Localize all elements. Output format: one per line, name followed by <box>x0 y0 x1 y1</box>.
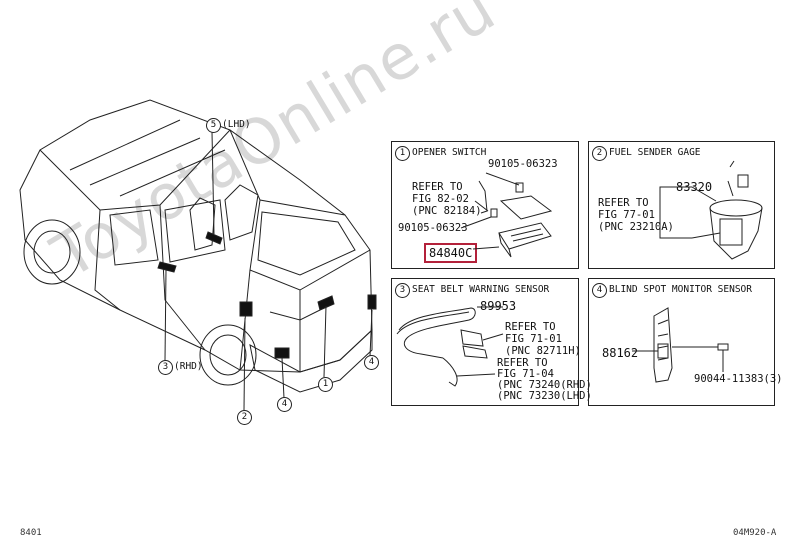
seat-belt-sensor-drawing <box>396 306 504 387</box>
panel-opener-switch <box>391 141 579 269</box>
panel-seat-belt-warning-sensor <box>391 278 579 406</box>
panel-title: OPENER SWITCH <box>412 147 487 158</box>
reference-line: REFER TO <box>598 197 649 209</box>
opener-switch-drawing <box>460 172 553 258</box>
reference-line: FIG 82-02 <box>412 193 469 205</box>
reference-line: REFER TO <box>505 321 556 333</box>
reference-line: (PNC 73230(LHD) <box>497 390 592 402</box>
callout-number: 2 <box>237 410 252 425</box>
reference-line: (PNC 73240(RHD) <box>497 379 592 391</box>
reference-line: (PNC 82184) <box>412 205 482 217</box>
callout-number: 3 <box>158 360 173 375</box>
reference-line: FIG 77-01 <box>598 209 655 221</box>
part-number: 90105-06323 <box>488 158 558 170</box>
part-number: 83320 <box>676 180 713 194</box>
callout-number: 5 <box>206 118 221 133</box>
panel-title: FUEL SENDER GAGE <box>609 147 701 158</box>
reference-line: (PNC 23210A) <box>598 221 674 233</box>
callout-number: 4 <box>277 397 292 412</box>
part-number: 90044-11383(3) <box>694 373 783 385</box>
panel-title: BLIND SPOT MONITOR SENSOR <box>609 284 752 295</box>
fuel-sender-drawing <box>659 160 763 260</box>
reference-line: FIG 71-04 <box>497 368 554 380</box>
callout-number: 1 <box>318 377 333 392</box>
reference-line: (PNC 82711H) <box>505 345 581 357</box>
panel-fuel-sender-gage <box>588 141 775 269</box>
reference-line: FIG 71-01 <box>505 333 562 345</box>
reference-line: REFER TO <box>412 181 463 193</box>
callout-number: 4 <box>364 355 379 370</box>
part-number: 88162 <box>602 346 639 360</box>
panel-title: SEAT BELT WARNING SENSOR <box>412 284 550 295</box>
footer-code: 04M920-A <box>733 528 777 538</box>
part-number: 90105-06323 <box>398 222 468 234</box>
panel-number: 3 <box>395 283 410 298</box>
panel-number: 4 <box>592 283 607 298</box>
panel-blind-spot-monitor-sensor <box>588 278 775 406</box>
panel-number: 2 <box>592 146 607 161</box>
reference-line: REFER TO <box>497 357 548 369</box>
footer-figure-number: 8401 <box>20 528 42 538</box>
highlighted-part-number: 84840C <box>424 243 478 263</box>
part-number: 89953 <box>480 299 517 313</box>
panel-number: 1 <box>395 146 410 161</box>
blind-spot-sensor-drawing <box>632 307 729 383</box>
callout-suffix: (RHD) <box>174 361 203 372</box>
callout-suffix: (LHD) <box>222 119 251 130</box>
